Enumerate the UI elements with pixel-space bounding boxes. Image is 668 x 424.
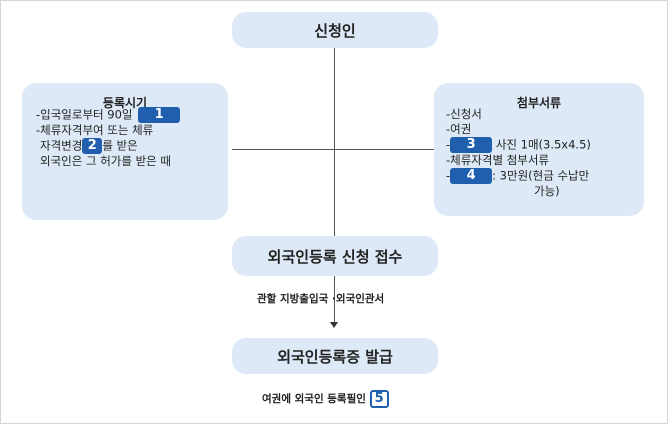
attachments-box: 첨부서류 -신청서 -여권 -3 사진 1매(3.5x4.5) -체류자격별 첨… [434,83,644,216]
attachment-item-5: -4: 3만원(현금 수납만 [446,168,591,184]
applicant-box: 신청인 [232,12,438,48]
office-note: 관할 지방출입국 ·외국인관서 [257,293,385,305]
badge-5: 5 [369,390,389,408]
applicant-title: 신청인 [314,21,356,40]
arrow-down-icon [330,322,338,328]
attachments-title: 첨부서류 [516,96,562,110]
badge-2: 2 [82,138,103,154]
horizontal-connector [232,149,436,150]
attachment-item-1: -신청서 [446,107,482,121]
timing-line-3a-text: 자격변경 [40,138,83,153]
reception-title: 외국인등록 신청 접수 [267,247,403,266]
final-note-text: 여권에 외국인 등록필인 [262,393,366,405]
badge-4: 4 [450,168,493,184]
attachment-item-5-cont: 가능) [534,184,560,198]
attachment-item-3-prefix: - [446,137,451,152]
final-note: 여권에 외국인 등록필인 5 [262,390,389,408]
reception-box: 외국인등록 신청 접수 [232,236,438,276]
attachment-item-3-text: 사진 1매(3.5x4.5) [495,137,591,152]
attachment-item-3: -3 사진 1매(3.5x4.5) [446,137,591,153]
issuance-box: 외국인등록증 발급 [232,338,438,374]
registration-timing-title: 등록시기 [102,96,148,110]
vertical-connector-top [334,48,335,238]
badge-3: 3 [450,137,493,153]
attachment-item-2: -여권 [446,122,472,136]
timing-line-3b-text: 를 받은 [102,138,138,153]
timing-line-2: -체류자격부여 또는 체류 [36,123,154,137]
attachment-item-5-prefix: - [446,168,451,183]
issuance-title: 외국인등록증 발급 [277,347,393,366]
timing-line-1-text: -입국일로부터 90일 [36,107,133,122]
timing-line-1: -입국일로부터 90일 1 [36,107,181,123]
vertical-connector-bottom [334,276,335,326]
timing-line-4: 외국인은 그 허가를 받은 때 [40,154,172,168]
attachment-item-4: -체류자격별 첨부서류 [446,153,550,167]
attachment-item-5-text: : 3만원(현금 수납만 [492,168,590,183]
badge-1: 1 [138,107,181,123]
